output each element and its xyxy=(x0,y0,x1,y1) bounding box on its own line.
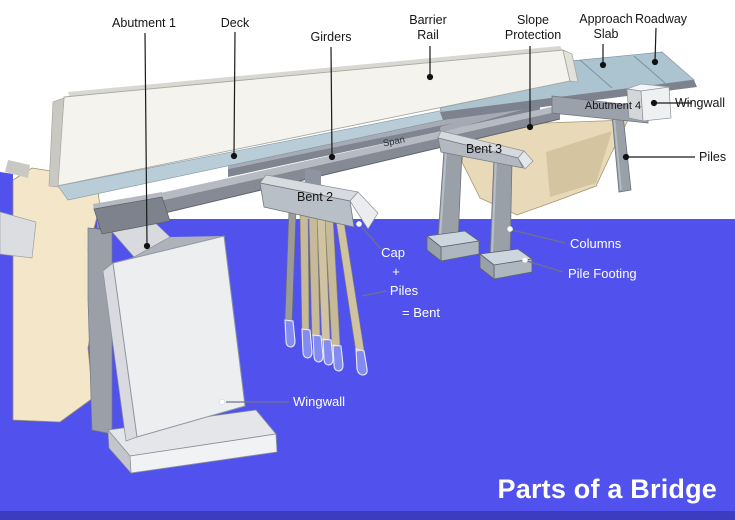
water-deep-strip xyxy=(0,511,735,520)
abutment-4-beam xyxy=(551,95,649,124)
bent-2-cap xyxy=(259,174,379,230)
wingwall-left-structure xyxy=(102,235,278,474)
page-title: Parts of a Bridge xyxy=(497,474,717,504)
label-columns: Columns xyxy=(570,236,622,251)
label-bent-2: Bent 2 xyxy=(297,190,334,204)
label-plus: + xyxy=(392,264,400,279)
water-left-inlet xyxy=(0,172,13,220)
label-abutment-4: Abutment 4 xyxy=(584,100,642,112)
bent-3-footings xyxy=(426,230,534,280)
label-approach-slab: Approach Slab xyxy=(579,12,633,41)
label-piles-right: Piles xyxy=(699,150,727,164)
bent-2-piles xyxy=(284,209,365,353)
label-wingwall-right: Wingwall xyxy=(675,96,726,110)
label-piles-bent: Piles xyxy=(389,283,419,298)
leader-lines-dark xyxy=(144,27,695,246)
leader-dots-dark xyxy=(143,58,659,250)
label-girders: Girders xyxy=(310,30,352,44)
label-pile-footing: Pile Footing xyxy=(568,266,637,281)
far-abutment-sliver xyxy=(0,211,37,259)
label-abutment-1: Abutment 1 xyxy=(112,16,176,30)
label-bent-3: Bent 3 xyxy=(466,142,503,156)
bent-3-cap xyxy=(437,130,534,170)
bent-2-pile-tips xyxy=(284,319,368,376)
barrier-rail-structure xyxy=(48,46,579,188)
leader-dots-light xyxy=(219,221,528,405)
label-slope-protection: Slope Protection xyxy=(504,13,562,42)
label-barrier-rail: Barrier Rail xyxy=(409,13,447,42)
leader-lines-light xyxy=(226,224,566,403)
label-roadway: Roadway xyxy=(634,12,688,26)
label-deck: Deck xyxy=(220,16,250,30)
slope-left xyxy=(5,160,101,423)
label-equals-bent: = Bent xyxy=(402,305,440,320)
label-cap: Cap xyxy=(381,245,405,260)
label-wingwall-left: Wingwall xyxy=(293,394,346,409)
bent-3-columns xyxy=(437,149,513,259)
